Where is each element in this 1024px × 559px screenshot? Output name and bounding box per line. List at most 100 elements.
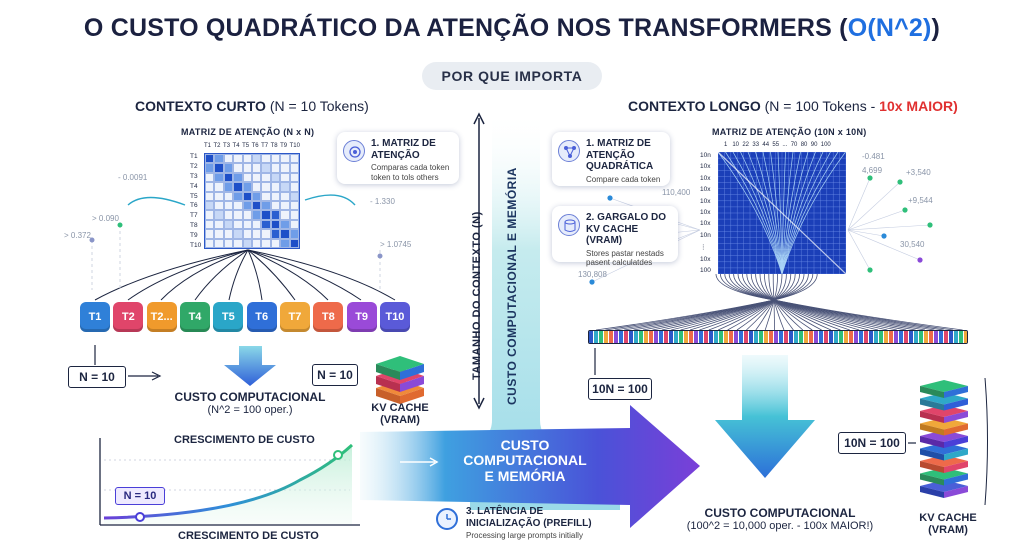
matrix-cell — [233, 229, 243, 239]
callout-attention-matrix: 1. MATRIZ DE ATENÇÃO Comparas cada token… — [337, 132, 459, 184]
matrix-cell — [289, 154, 299, 164]
kv-cache-icon — [376, 356, 424, 404]
matrix-row-label: 10x — [700, 220, 711, 228]
matrix-cell — [242, 191, 252, 201]
matrix-cell — [223, 154, 234, 164]
database-icon — [558, 214, 580, 236]
matrix-cell — [289, 182, 299, 192]
matrix-row-label: ⋮ — [700, 244, 707, 252]
latency-sub: Processing large prompts initially — [466, 531, 583, 540]
matrix-row-label: T9 — [190, 232, 198, 239]
matrix-row-label: T10 — [190, 241, 202, 249]
callout-kv-bottleneck: 2. GARGALO DO KV CACHE (VRAM) Stores pas… — [552, 206, 678, 267]
matrix-cell — [223, 200, 234, 211]
matrix-cell — [233, 210, 243, 220]
matrix-cell — [280, 191, 290, 201]
matrix-cell — [289, 229, 299, 239]
matrix-cell — [289, 238, 299, 248]
matrix-cell — [242, 154, 252, 164]
left-matrix-title: MATRIZ DE ATENÇÃO (N x N) — [181, 127, 315, 137]
float-value: +3,540 — [906, 168, 931, 177]
matrix-cell — [289, 163, 299, 173]
graph-bottom-label: CRESCIMENTO DE CUSTO — [178, 530, 319, 542]
dense-attention-grid — [718, 152, 846, 274]
float-value: 130,808 — [578, 270, 607, 279]
matrix-cell — [251, 191, 262, 201]
matrix-cell — [242, 210, 252, 220]
graph-badge: N = 10 — [115, 487, 165, 505]
matrix-col-label: T8 — [270, 143, 278, 149]
matrix-cell — [270, 163, 281, 173]
matrix-row-label: 10x — [700, 208, 711, 216]
matrix-cell — [205, 210, 215, 220]
matrix-cell — [261, 200, 271, 211]
kv-cache-large-icon — [920, 380, 968, 498]
context-size-axis-label: TAMANHO DO CONTEXTO (N) — [471, 211, 483, 380]
matrix-row-label: T1 — [190, 153, 198, 160]
matrix-cell — [280, 172, 290, 183]
matrix-cell — [251, 172, 262, 183]
matrix-cell — [289, 191, 299, 201]
matrix-cell — [233, 200, 243, 211]
matrix-col-label: T5 — [242, 143, 250, 149]
matrix-cell — [223, 238, 234, 248]
graph-title: CRESCIMENTO DE CUSTO — [174, 434, 315, 446]
n-label-long-kv: 10N = 100 — [838, 432, 906, 454]
matrix-cell — [205, 200, 215, 211]
matrix-row-label: 10x — [700, 197, 711, 205]
matrix-cell — [242, 200, 252, 211]
callout-quadratic-matrix: 1. MATRIZ DE ATENÇÃO QUADRÁTICA Compare … — [552, 132, 670, 186]
matrix-row-label: T7 — [190, 212, 198, 220]
matrix-cell — [214, 200, 224, 211]
stopwatch-icon — [436, 508, 458, 530]
token-chip: T1 — [80, 302, 110, 332]
float-value: +9,544 — [908, 196, 933, 205]
right-cost: CUSTO COMPUTACIONAL (100^2 = 10,000 oper… — [686, 506, 874, 532]
matrix-cell — [261, 191, 271, 201]
matrix-cell — [223, 163, 234, 173]
matrix-cell — [251, 210, 262, 220]
matrix-cell — [242, 229, 252, 239]
matrix-cell — [233, 238, 243, 248]
right-heading: CONTEXTO LONGO (N = 100 Tokens - 10x MAI… — [628, 98, 958, 114]
float-value: > 0.090 — [92, 214, 119, 223]
matrix-cell — [233, 191, 243, 201]
matrix-col-label: T9 — [280, 143, 288, 149]
matrix-cell — [214, 191, 224, 201]
matrix-cell — [233, 182, 243, 192]
matrix-cell — [261, 182, 271, 192]
matrix-cell — [261, 210, 271, 220]
matrix-row-label: T8 — [190, 222, 198, 230]
token-chip: T7 — [279, 302, 310, 332]
matrix-cell — [251, 229, 262, 239]
matrix-cell — [223, 219, 234, 230]
matrix-cell — [280, 229, 290, 239]
matrix-cell — [223, 191, 234, 201]
matrix-row-label: 10x — [700, 186, 711, 194]
matrix-cell — [242, 163, 252, 173]
float-value: > 0.372 — [64, 231, 91, 240]
matrix-cell — [280, 200, 290, 211]
token-chip: T2... — [146, 302, 177, 332]
n-label-long: 10N = 100 — [588, 378, 652, 400]
network-icon — [558, 140, 580, 162]
matrix-cell — [242, 182, 252, 192]
left-heading: CONTEXTO CURTO (N = 10 Tokens) — [135, 98, 369, 114]
matrix-cell — [251, 182, 262, 192]
matrix-cell — [270, 219, 281, 230]
matrix-cell — [223, 172, 234, 183]
matrix-cell — [242, 172, 252, 183]
matrix-cell — [205, 172, 215, 183]
matrix-cell — [261, 154, 271, 164]
float-value: -0.481 — [862, 152, 885, 161]
matrix-row-label: T3 — [190, 172, 198, 180]
matrix-cell — [251, 219, 262, 230]
matrix-row-label: 10x — [700, 174, 711, 182]
matrix-cell — [214, 182, 224, 192]
matrix-cell — [261, 163, 271, 173]
